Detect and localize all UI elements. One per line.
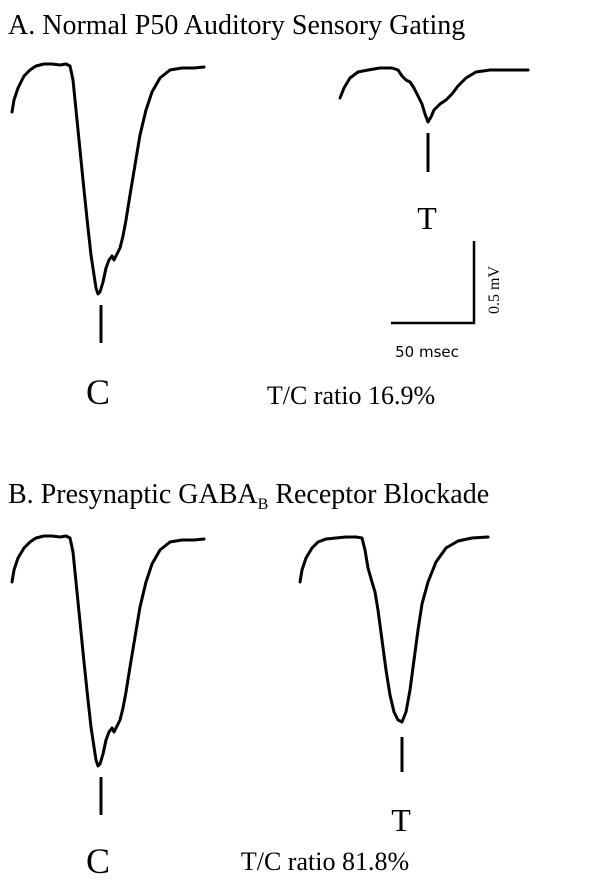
panel-a-title: A. Normal P50 Auditory Sensory Gating [8,10,465,41]
panel-b-title-main: B. Presynaptic GABA [8,479,258,510]
panel-b-title: B. Presynaptic GABAB Receptor Blockade [8,479,489,513]
scale-bar-lines [391,241,476,325]
panel-b-conditioning-label: C [86,841,110,881]
panel-b-title-rest: Receptor Blockade [268,479,489,510]
scale-bar: 0.5 mV 50 msec [391,241,503,361]
panel-a-conditioning-waveform [10,62,206,296]
panel-b-test-waveform [298,535,490,724]
scale-bar-time-label: 50 msec [395,343,459,361]
panel-a-conditioning-label: C [86,372,110,412]
panel-a-test-label: T [417,200,437,236]
panel-b-test-label: T [391,802,411,838]
panel-a-ratio: T/C ratio 16.9% [267,381,435,410]
scale-bar-voltage-label: 0.5 mV [486,266,503,314]
panel-b-title-subscript: B [258,496,269,513]
panel-a-test-waveform [338,66,530,124]
panel-b: B. Presynaptic GABAB Receptor Blockade C… [8,479,490,881]
panel-b-ratio: T/C ratio 81.8% [241,847,409,876]
panel-a: A. Normal P50 Auditory Sensory Gating C … [8,10,530,412]
panel-b-conditioning-waveform [10,534,206,768]
